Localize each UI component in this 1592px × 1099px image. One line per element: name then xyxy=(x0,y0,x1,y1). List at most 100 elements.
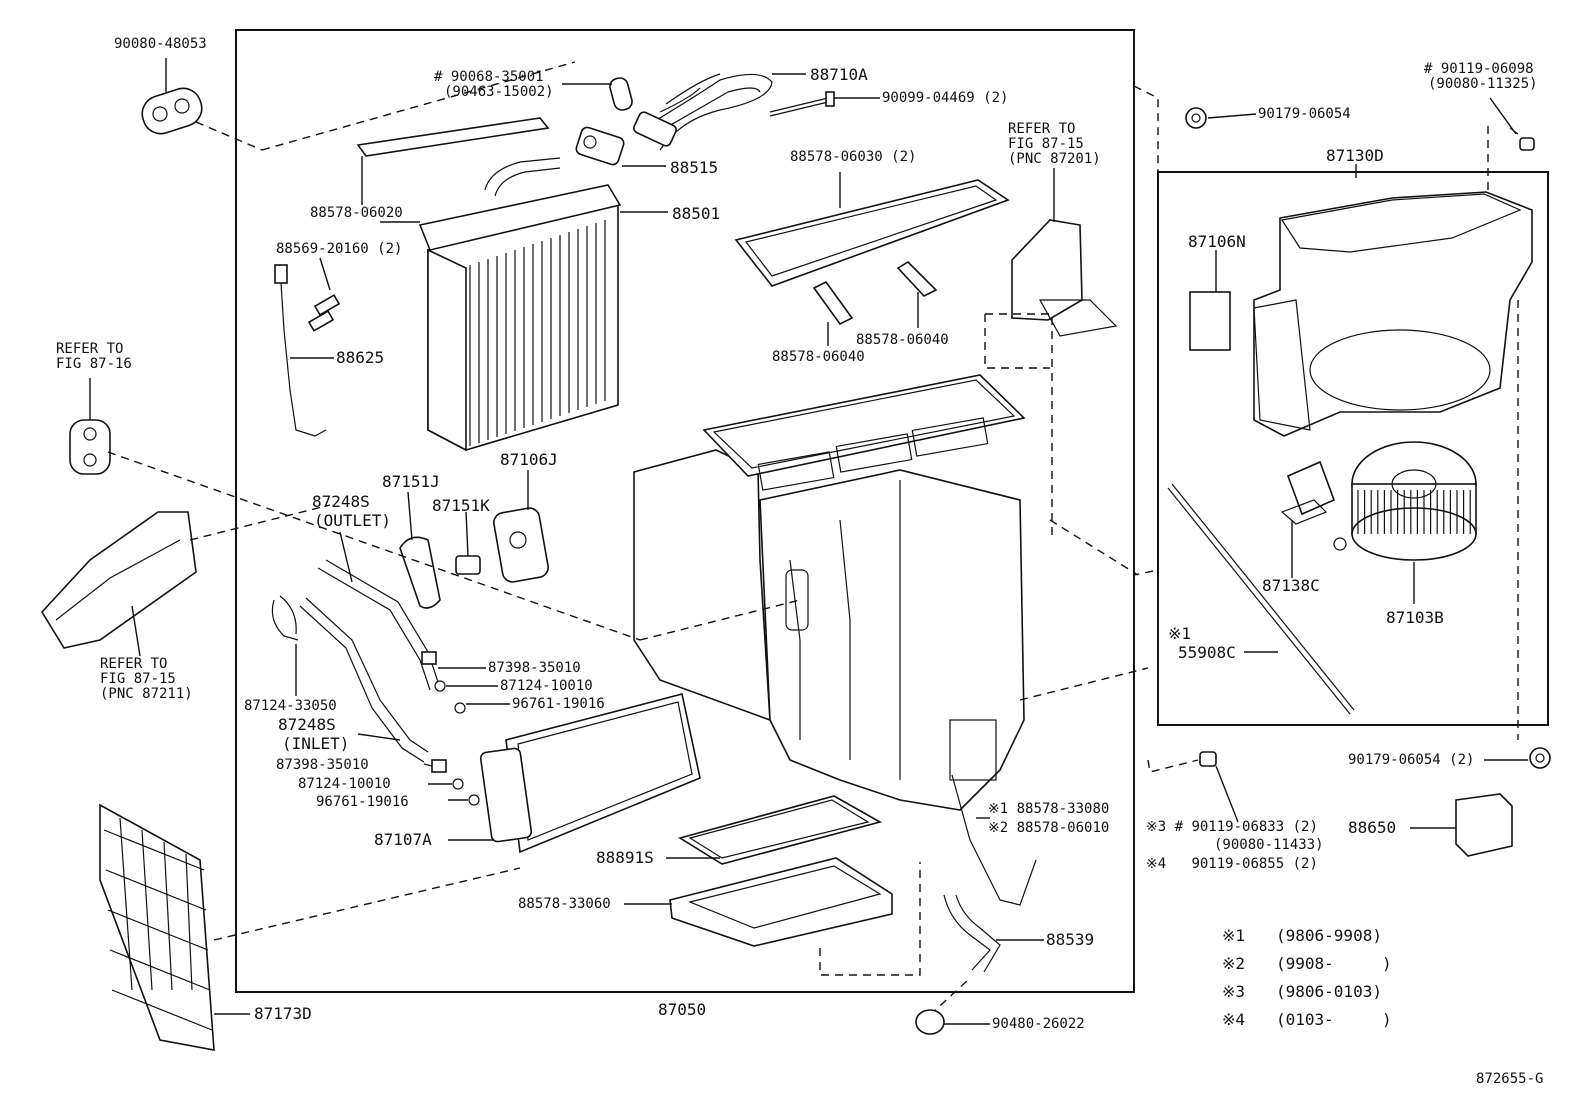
legend-range: (9908- ) xyxy=(1276,954,1392,973)
panel-rib xyxy=(107,909,209,951)
part-label: 88710A xyxy=(810,65,868,84)
legend-range: (9806-9908) xyxy=(1276,926,1382,945)
part-label: 96761-19016 xyxy=(316,794,409,810)
part-label: 87138C xyxy=(1262,576,1320,595)
part-label: (90080-11325) xyxy=(1428,76,1538,92)
main-assembly-frame xyxy=(235,29,1135,993)
part-label: 88891S xyxy=(596,848,654,867)
part-label: 55908C xyxy=(1178,643,1236,662)
part-label: 88578-06020 xyxy=(310,205,403,221)
part-label: 96761-19016 xyxy=(512,696,605,712)
main-assembly-label: 87050 xyxy=(658,1000,707,1019)
part-label: 87107A xyxy=(374,830,432,849)
part-label: (INLET) xyxy=(282,734,350,753)
part-label: 87106J xyxy=(500,450,558,469)
panel-rib xyxy=(105,869,207,911)
grommet-part xyxy=(141,87,203,135)
panel-rib xyxy=(163,841,173,991)
resistor-part xyxy=(1280,460,1336,525)
legend-range: (0103- ) xyxy=(1276,1010,1392,1029)
panel-rib xyxy=(185,853,193,991)
reference-label: REFER TO xyxy=(56,341,124,357)
bolt-part xyxy=(769,91,835,117)
part-label: 88578-06040 xyxy=(772,349,865,365)
part-label: ※4 90119-06855 (2) xyxy=(1146,856,1318,872)
part-label: 88625 xyxy=(336,348,385,367)
part-label: 90179-06054 (2) xyxy=(1348,752,1475,768)
part-label: 88578-06030 (2) xyxy=(790,149,917,165)
seal-strip-part xyxy=(812,260,938,326)
panel-rib xyxy=(103,829,205,871)
legend-mark: ※2 xyxy=(1222,954,1246,973)
heater-core-part xyxy=(479,693,701,854)
legend-mark: ※3 xyxy=(1222,982,1246,1001)
screw-small-part xyxy=(1333,537,1347,551)
part-label: 90179-06054 xyxy=(1258,106,1351,122)
part-label: ※1 88578-33080 xyxy=(988,801,1110,817)
part-label: (90463-15002) xyxy=(444,84,554,100)
duct-part xyxy=(1011,219,1118,337)
part-label: # 90068-35001 xyxy=(434,69,544,85)
filter-frame-part xyxy=(678,795,883,865)
plug-part xyxy=(915,1009,945,1035)
part-label: 88650 xyxy=(1348,818,1397,837)
part-label: 87124-10010 xyxy=(298,776,391,792)
diagram-id: 872655-G xyxy=(1476,1071,1544,1087)
part-label: (90080-11433) xyxy=(1214,837,1324,853)
seal-part xyxy=(734,179,1010,287)
legend-mark: ※4 xyxy=(1222,1010,1246,1029)
grommet-left-part xyxy=(69,419,111,475)
part-label: 90080-48053 xyxy=(114,36,207,52)
part-label: 87248S xyxy=(278,715,336,734)
link-part xyxy=(455,555,481,575)
part-label: 87398-35010 xyxy=(276,757,369,773)
part-label: ※1 xyxy=(1168,624,1192,643)
part-label: ※3 # 90119-06833 (2) xyxy=(1146,819,1318,835)
part-label: 90480-26022 xyxy=(992,1016,1085,1032)
drain-pipe-part xyxy=(951,774,1037,906)
part-label: 88578-06040 xyxy=(856,332,949,348)
blower-fan-part xyxy=(1351,441,1477,561)
reference-label: FIG 87-15 xyxy=(1008,136,1084,152)
part-label: 87130D xyxy=(1326,146,1384,165)
valve-block-part xyxy=(575,126,625,166)
part-label: 87103B xyxy=(1386,608,1444,627)
part-label: # 90119-06098 xyxy=(1424,61,1534,77)
pipe-part xyxy=(633,73,773,151)
part-label: ※2 88578-06010 xyxy=(988,820,1110,836)
filter-part xyxy=(356,117,550,157)
tray-part xyxy=(669,857,893,947)
part-label: 87173D xyxy=(254,1004,312,1023)
part-label: 87151K xyxy=(432,496,490,515)
panel-rib xyxy=(141,829,153,991)
part-label: 87248S xyxy=(312,492,370,511)
heater-case-part xyxy=(633,374,1026,811)
part-label: 88539 xyxy=(1046,930,1095,949)
legend-mark: ※1 xyxy=(1222,926,1246,945)
reference-label: FIG 87-16 xyxy=(56,356,132,372)
hose-inlet-part xyxy=(299,597,429,763)
part-label: 88578-33060 xyxy=(518,896,611,912)
o-ring-part xyxy=(609,77,633,111)
part-label: 87124-33050 xyxy=(244,698,337,714)
clamp-part xyxy=(271,595,299,641)
part-label: 87398-35010 xyxy=(488,660,581,676)
part-label: 87151J xyxy=(382,472,440,491)
rod-part xyxy=(1167,483,1355,715)
sensor-block-part xyxy=(1455,793,1513,857)
part-label: 87124-10010 xyxy=(500,678,593,694)
nut-right-part xyxy=(1529,747,1551,769)
filter-block-part xyxy=(1189,291,1231,351)
legend-range: (9806-0103) xyxy=(1276,982,1382,1001)
hose-outlet-part xyxy=(317,559,439,691)
blower-assembly-frame xyxy=(1157,171,1549,726)
reference-label: REFER TO xyxy=(100,656,168,672)
nut-part xyxy=(1185,107,1207,129)
left-duct-part xyxy=(41,511,197,649)
blower-housing-part xyxy=(1253,191,1533,437)
part-label: 88569-20160 (2) xyxy=(276,241,403,257)
clip-part xyxy=(421,651,480,806)
part-label: 88515 xyxy=(670,158,719,177)
drain-hose-part xyxy=(943,894,1001,973)
reference-label: FIG 87-15 xyxy=(100,671,176,687)
